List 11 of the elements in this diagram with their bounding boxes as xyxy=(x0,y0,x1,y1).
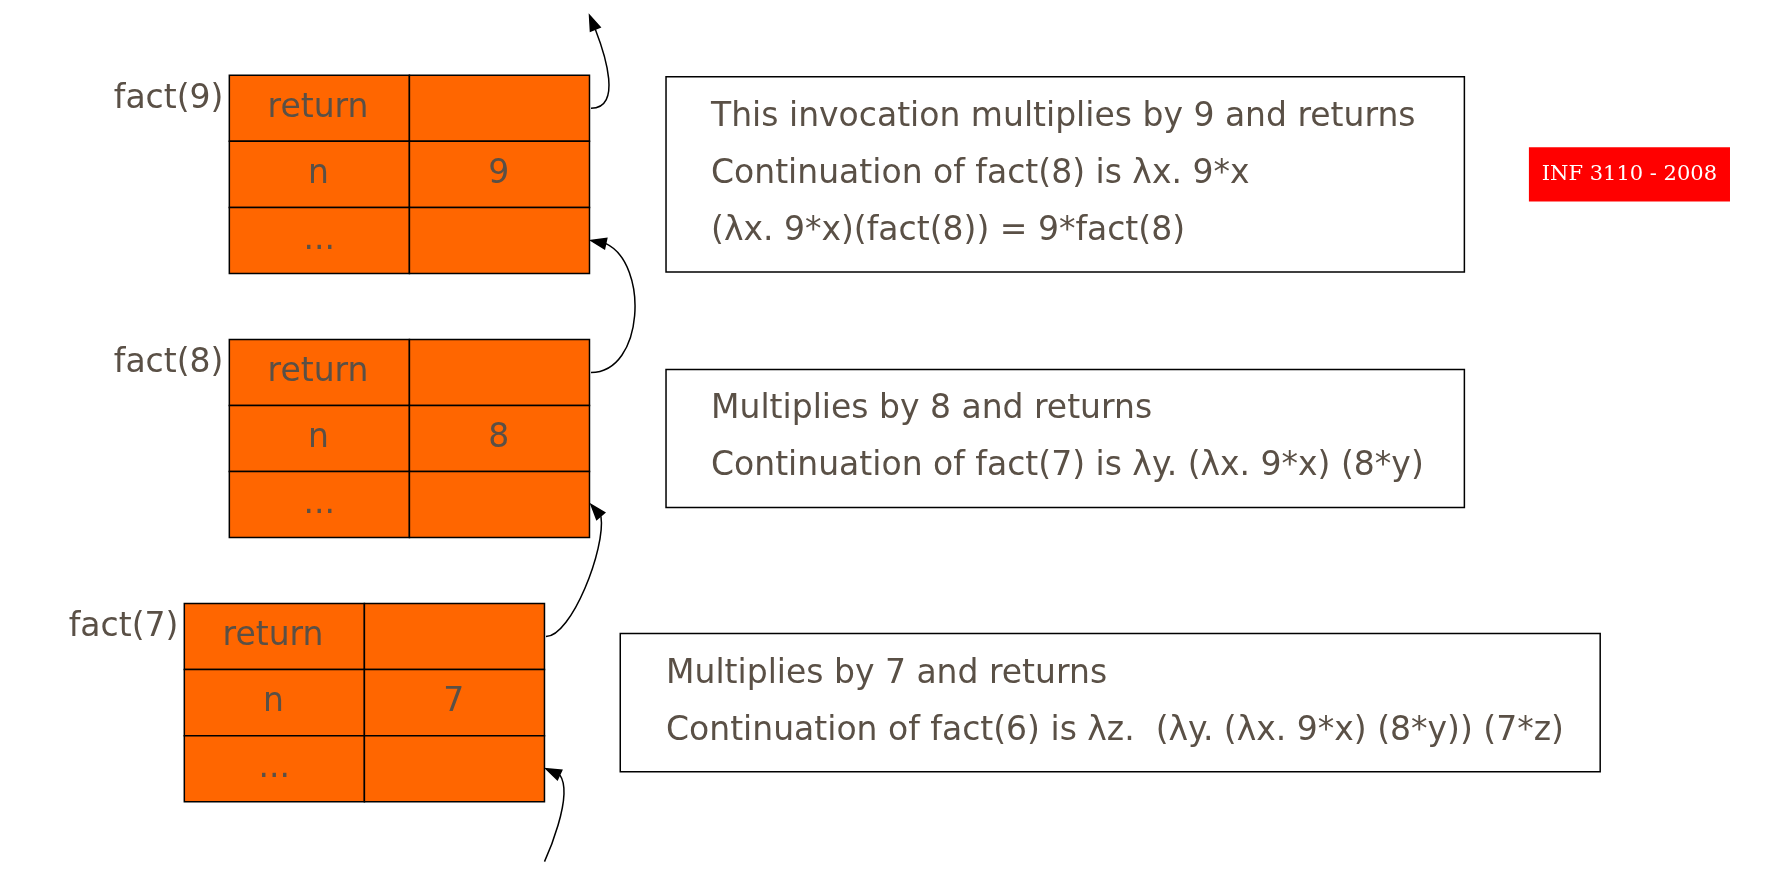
node-box: Multiplies by 8 and returns Continuation of fact(7) is λy. (λx. 9*x) (8*y) xyxy=(664,368,1465,509)
node-box: This invocation multiplies by 9 and returns Continuation of fact(8) is λx. 9*x (λx. 9*x)(fact(8)) = 9*fact(8) xyxy=(664,76,1465,273)
label: INF 3110 - 2008 xyxy=(1541,160,1717,185)
node-box: Multiplies by 7 and returns Continuation of fact(6) is λz. (λy. (λx. 9*x) (8*y)) (7*z) xyxy=(619,632,1601,773)
arrow xyxy=(544,502,606,638)
arrow xyxy=(588,237,636,374)
node-label: fact(7) xyxy=(68,604,178,644)
arrow xyxy=(543,767,565,863)
node-label: fact(8) xyxy=(113,340,223,380)
arrow xyxy=(588,13,610,110)
node-label: fact(9) xyxy=(113,76,223,116)
